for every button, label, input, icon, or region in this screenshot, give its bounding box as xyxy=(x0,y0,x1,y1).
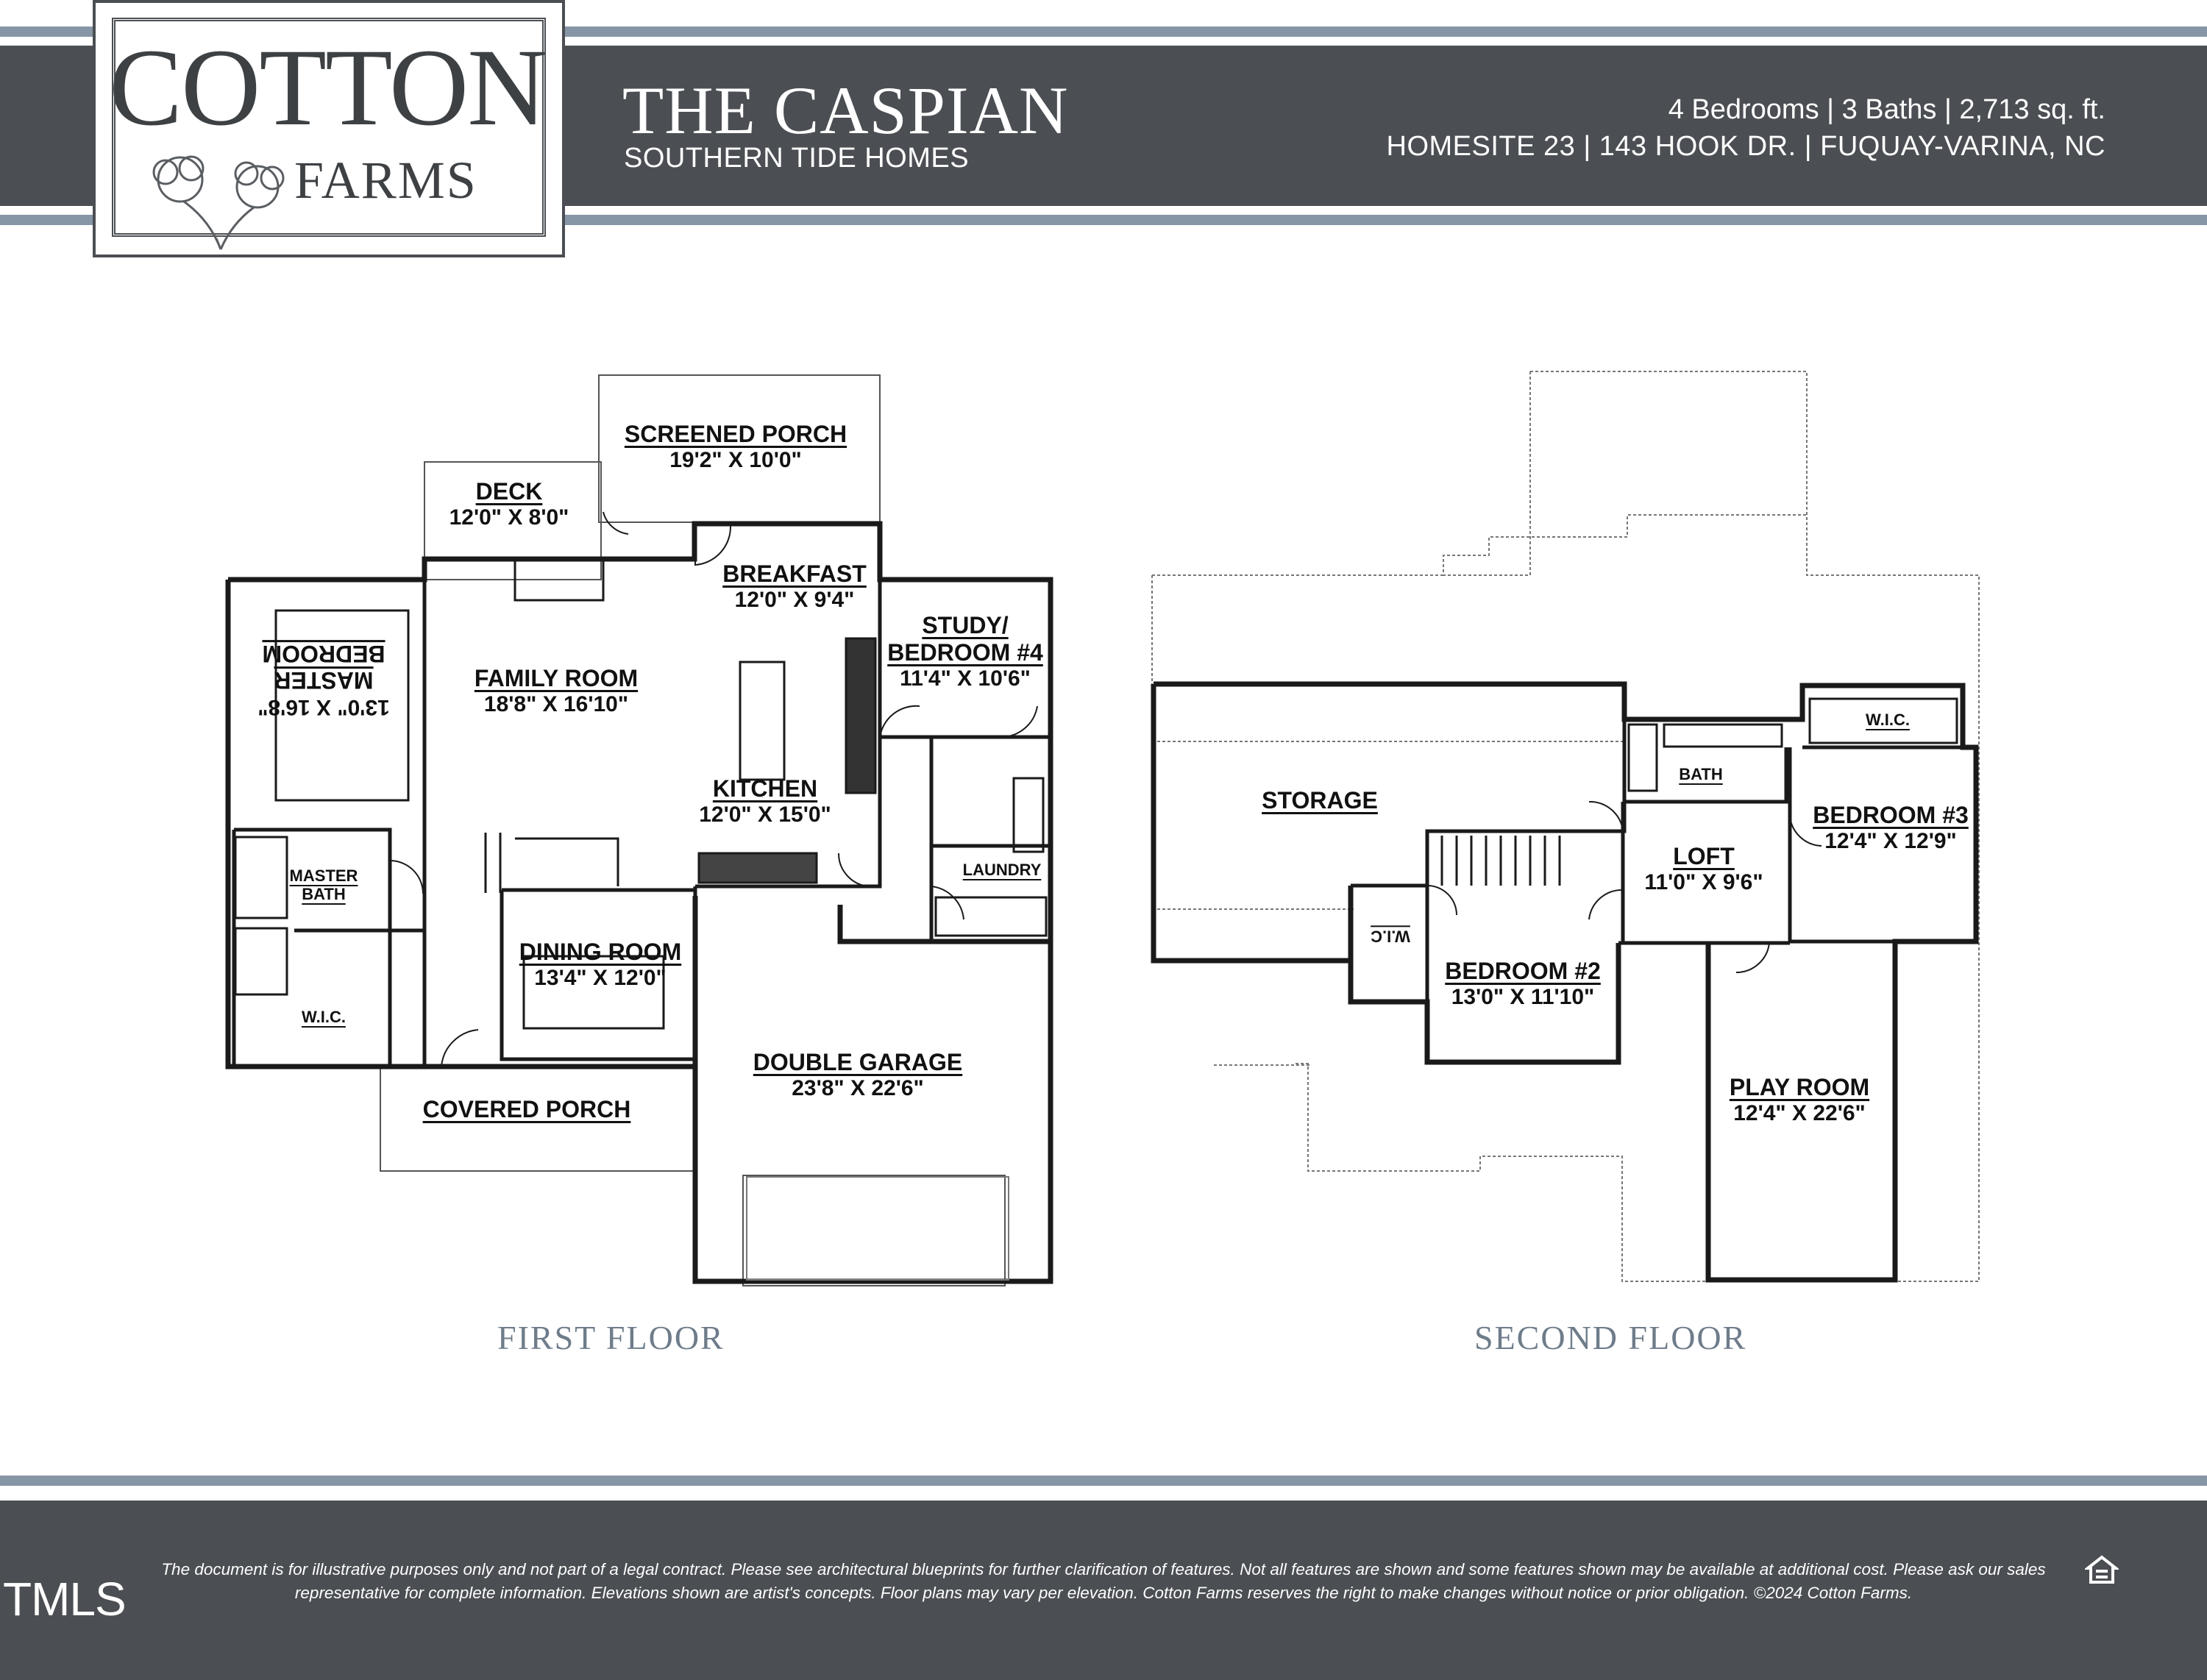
room-laundry: LAUNDRY xyxy=(962,861,1042,879)
room-storage: STORAGE xyxy=(1262,787,1378,814)
room-master-bath: MASTER BATH xyxy=(289,866,358,904)
room-kitchen: KITCHEN 12'0" X 15'0" xyxy=(699,775,831,827)
footer-stripe xyxy=(0,1476,2207,1486)
room-dining-room: DINING ROOM 13'4" X 12'0" xyxy=(519,939,682,990)
plan-name: THE CASPIAN xyxy=(622,73,1069,148)
first-floor-label: FIRST FLOOR xyxy=(497,1319,725,1356)
room-double-garage: DOUBLE GARAGE 23'8" X 22'6" xyxy=(753,1049,963,1100)
logo-word-cotton: COTTON xyxy=(109,26,547,149)
plan-specs: 4 Bedrooms | 3 Baths | 2,713 sq. ft. xyxy=(1668,94,2105,125)
room-loft: LOFT 11'0" X 9'6" xyxy=(1644,843,1763,894)
room-wic-second-a: W.I.C. xyxy=(1866,711,1910,729)
room-breakfast: BREAKFAST 12'0" X 9'4" xyxy=(722,560,867,612)
second-floor-plan xyxy=(1151,371,1980,1283)
homesite-address: HOMESITE 23 | 143 HOOK DR. | FUQUAY-VARI… xyxy=(1386,131,2105,162)
room-study-bedroom-4: STUDY/ BEDROOM #4 11'4" X 10'6" xyxy=(887,612,1043,691)
logo-frame xyxy=(112,18,546,237)
logo-word-farms: FARMS xyxy=(294,151,477,210)
first-floor-plan xyxy=(225,374,1053,1286)
builder-name: SOUTHERN TIDE HOMES xyxy=(624,143,970,174)
footer-band xyxy=(0,1501,2207,1680)
room-wic-second-b: W.I.C xyxy=(1371,927,1410,946)
equal-housing-icon xyxy=(2085,1555,2119,1584)
room-play-room: PLAY ROOM 12'4" X 22'6" xyxy=(1729,1074,1870,1125)
room-covered-porch: COVERED PORCH xyxy=(422,1096,631,1122)
room-wic-first: W.I.C. xyxy=(302,1008,346,1026)
room-bedroom-2: BEDROOM #2 13'0" X 11'10" xyxy=(1445,958,1601,1009)
room-deck: DECK 12'0" X 8'0" xyxy=(449,478,569,530)
cotton-farms-logo: COTTON FARMS xyxy=(93,0,565,257)
second-floor-label: SECOND FLOOR xyxy=(1474,1319,1747,1356)
legal-disclaimer: The document is for illustrative purpose… xyxy=(161,1560,2046,1602)
room-bath-second: BATH xyxy=(1679,765,1723,783)
room-master-bedroom: 13'0" X 16'8" MASTER BEDROOM xyxy=(257,640,390,720)
tmls-watermark: TMLS xyxy=(3,1573,127,1626)
room-screened-porch: SCREENED PORCH 19'2" X 10'0" xyxy=(624,421,847,472)
room-family-room: FAMILY ROOM 18'8" X 16'10" xyxy=(474,665,639,716)
cotton-boll-icon xyxy=(152,155,285,250)
room-bedroom-3: BEDROOM #3 12'4" X 12'9" xyxy=(1813,802,1969,853)
